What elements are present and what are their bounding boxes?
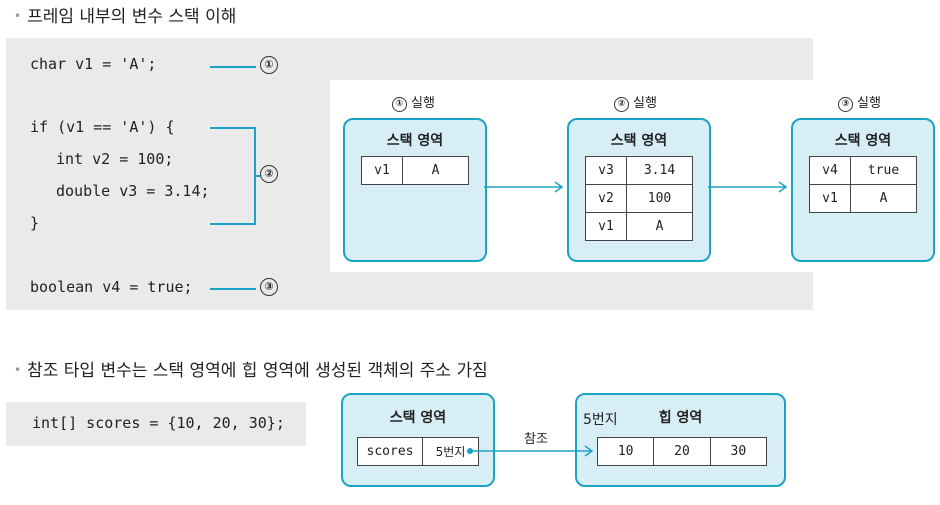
step-marker-1: ①: [260, 56, 278, 74]
stack-table-3: v4 true v1 A: [809, 156, 917, 213]
code-line-6: boolean v4 = true;: [30, 278, 193, 296]
var-value: 3.14: [626, 156, 693, 185]
code-line-2: if (v1 == 'A') {: [30, 118, 175, 136]
stack-row: v3 3.14: [585, 156, 693, 185]
exec-num-1: ①: [392, 97, 407, 112]
section2-code-panel: [6, 402, 306, 446]
stack-title-2: 스택 영역: [610, 133, 668, 149]
stack-title-1: 스택 영역: [386, 133, 444, 149]
code-line-3: int v2 = 100;: [56, 150, 174, 168]
stack-box-2: 스택 영역 v3 3.14 v2 100 v1 A: [567, 118, 711, 262]
heap-row: 10 20 30: [596, 437, 768, 466]
var-value: 100: [626, 184, 693, 213]
var-value: A: [626, 212, 693, 241]
var-name: scores: [357, 437, 423, 466]
section1-title-text: 프레임 내부의 변수 스택 이해: [27, 7, 237, 27]
section2-title-text: 참조 타입 변수는 스택 영역에 힙 영역에 생성된 객체의 주소 가짐: [27, 361, 488, 381]
heap-title: 힙 영역: [658, 410, 703, 426]
heap-box: 힙 영역 10 20 30: [575, 393, 786, 487]
stack-row: v4 true: [809, 156, 917, 185]
reference-arrow-head: [584, 445, 594, 457]
stack-box-1: 스택 영역 v1 A: [343, 118, 487, 262]
marker-line-1: [210, 66, 256, 68]
heap-value: 30: [709, 437, 768, 466]
code-line-4: double v3 = 3.14;: [56, 182, 210, 200]
stack-row: v1 A: [361, 156, 469, 185]
stack-row: v2 100: [585, 184, 693, 213]
exec-num-3: ③: [838, 97, 853, 112]
exec-text-1: 실행: [411, 96, 435, 111]
exec-label-3: ③ 실행: [838, 92, 881, 112]
bullet-dot: •: [14, 9, 22, 23]
stack-row: v1 A: [809, 184, 917, 213]
marker-line-3: [210, 288, 256, 290]
heap-address-label: 5번지: [583, 412, 618, 428]
section2-title: • 참조 타입 변수는 스택 영역에 힙 영역에 생성된 객체의 주소 가짐: [14, 356, 488, 381]
reference-dot: [467, 448, 473, 454]
code-line-1: char v1 = 'A';: [30, 55, 157, 73]
stack-box-3: 스택 영역 v4 true v1 A: [791, 118, 935, 262]
var-value: A: [850, 184, 917, 213]
exec-text-2: 실행: [633, 96, 657, 111]
stack-table-1: v1 A: [361, 156, 469, 185]
step-marker-3: ③: [260, 278, 278, 296]
exec-text-3: 실행: [857, 96, 881, 111]
exec-label-2: ② 실행: [614, 92, 657, 112]
ref-stack-title: 스택 영역: [389, 410, 447, 426]
var-name: v1: [585, 212, 627, 241]
code-line-5: }: [30, 214, 40, 232]
stack-table-2: v3 3.14 v2 100 v1 A: [585, 156, 693, 241]
stack-row: v1 A: [585, 212, 693, 241]
heap-value: 10: [596, 437, 655, 466]
var-value: A: [402, 156, 469, 185]
stack-title-3: 스택 영역: [834, 133, 892, 149]
section2-code: int[] scores = {10, 20, 30};: [32, 414, 285, 432]
heap-table: 10 20 30: [596, 437, 768, 466]
bullet-dot: •: [14, 363, 22, 377]
step-marker-2: ②: [260, 165, 278, 183]
section1-title: • 프레임 내부의 변수 스택 이해: [14, 2, 236, 27]
var-name: v1: [361, 156, 403, 185]
marker-line-2: [254, 175, 260, 177]
flow-arrow-2-head: [778, 181, 788, 193]
reference-label: 참조: [524, 432, 548, 447]
exec-label-1: ① 실행: [392, 92, 435, 112]
flow-arrow-1-head: [554, 181, 564, 193]
exec-num-2: ②: [614, 97, 629, 112]
